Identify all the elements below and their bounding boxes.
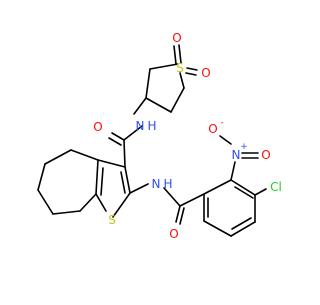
bond <box>219 135 232 145</box>
sulfone-oxygen-right-label: O <box>201 66 210 80</box>
bond <box>100 167 104 196</box>
bond <box>179 193 205 207</box>
sulfone-oxygen-top-label: O <box>172 31 181 45</box>
bond <box>52 210 81 215</box>
molecule-structure-diagram: S O O O N H S N H O N + O - O Cl <box>37 31 282 241</box>
bond <box>70 149 99 161</box>
bond <box>123 125 143 141</box>
bond <box>37 163 46 191</box>
bond <box>95 159 99 195</box>
bond <box>234 186 254 199</box>
bond <box>230 179 256 196</box>
bond <box>145 97 172 113</box>
nitro-plus-charge-label: + <box>240 142 248 152</box>
bond <box>145 68 151 99</box>
bond <box>170 87 185 113</box>
sulfone-sulfur-label: S <box>176 61 184 75</box>
nitro-nitrogen-label: N <box>232 148 241 162</box>
bond <box>37 189 54 215</box>
bond <box>129 183 149 194</box>
bond <box>186 67 198 71</box>
bond <box>44 149 72 165</box>
lower-amide-hydrogen-label: H <box>163 177 172 191</box>
bond <box>108 137 122 146</box>
chlorine-label: Cl <box>270 180 282 194</box>
bond-lines <box>37 44 267 237</box>
top-amide-nitrogen-label: N <box>136 119 145 133</box>
bond <box>203 179 232 195</box>
bond <box>95 193 107 212</box>
bond <box>124 166 131 194</box>
bond <box>178 44 182 64</box>
bond <box>149 63 179 70</box>
lower-amide-nitrogen-label: N <box>152 177 161 191</box>
bond <box>230 161 236 181</box>
bond <box>163 187 181 207</box>
bond <box>111 132 125 141</box>
top-amide-hydrogen-label: H <box>147 119 156 133</box>
bond <box>112 192 131 218</box>
bond <box>203 220 232 237</box>
bond <box>97 159 126 168</box>
bond <box>173 45 177 65</box>
bond <box>185 72 197 76</box>
bond <box>79 193 97 212</box>
bond <box>231 217 252 230</box>
atom-labels: S O O O N H S N H O N + O - O Cl <box>93 31 282 241</box>
bond <box>179 72 185 89</box>
bond <box>230 221 256 237</box>
bond <box>175 205 181 223</box>
molecule-canvas: S O O O N H S N H O N + O - O Cl <box>37 31 282 241</box>
bond <box>123 139 126 168</box>
bond <box>120 171 126 194</box>
lower-amide-oxygen-label: O <box>169 227 178 241</box>
nitro-oxygen-right-label: O <box>261 148 270 162</box>
bond <box>133 97 147 115</box>
top-amide-oxygen-label: O <box>93 120 102 134</box>
nitro-oxygen-minus-label: O <box>208 122 217 136</box>
nitro-minus-charge-label: - <box>220 118 223 128</box>
bond <box>179 207 185 225</box>
bond <box>254 188 267 196</box>
thiophene-sulfur-label: S <box>108 213 116 227</box>
